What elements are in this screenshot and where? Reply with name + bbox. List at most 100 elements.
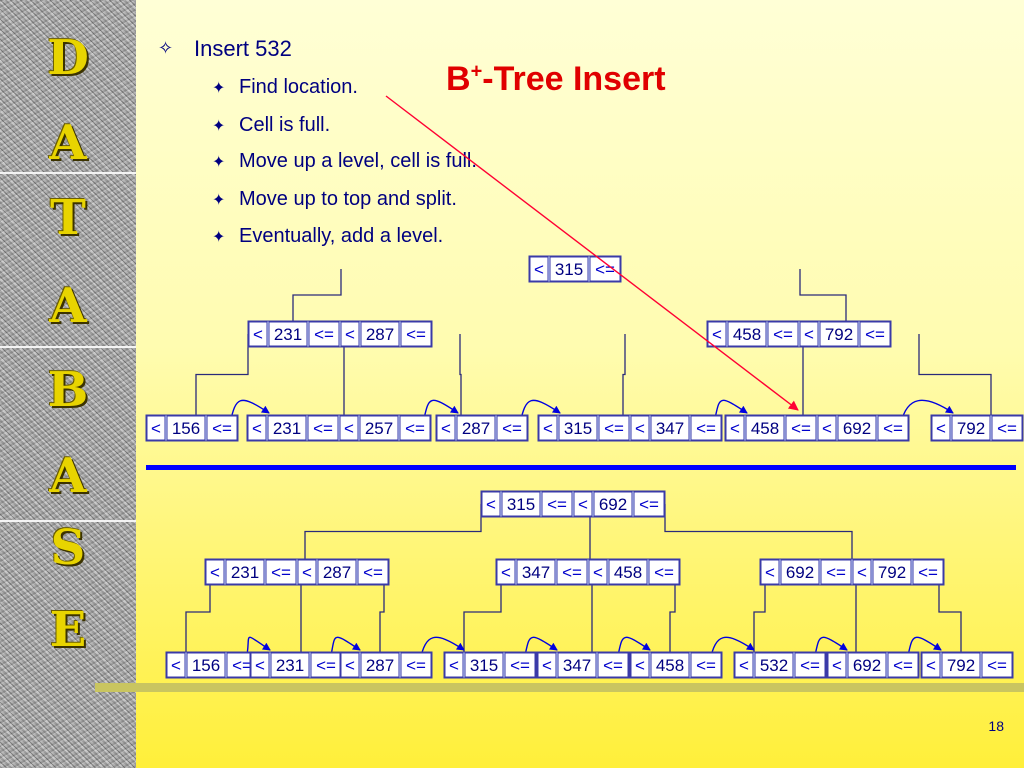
pointer-label: <=	[406, 656, 426, 675]
sidebar-letter: S	[50, 520, 86, 576]
bullet-star-icon: ✦	[212, 152, 226, 171]
pointer-label: <=	[639, 495, 659, 514]
pointer-label: <	[171, 656, 181, 675]
key-label: 315	[470, 656, 498, 675]
pointer-cell	[444, 652, 464, 678]
key-label: 231	[273, 419, 301, 438]
tree-edges	[185, 269, 992, 652]
key-label: 231	[276, 656, 304, 675]
key-label: 347	[522, 563, 550, 582]
pointer-label: <=	[562, 563, 582, 582]
pointer-label: <	[822, 419, 832, 438]
key-label: 287	[366, 325, 394, 344]
pointer-cell	[310, 652, 342, 678]
key-cell	[557, 652, 597, 678]
pointer-label: <=	[547, 495, 567, 514]
pointer-cell	[247, 415, 267, 441]
pointer-label: <	[578, 495, 588, 514]
pointer-cell	[340, 652, 360, 678]
pointer-label: <=	[232, 656, 252, 675]
key-cell	[549, 256, 589, 282]
pointer-cell	[496, 559, 516, 585]
pointer-cell	[921, 652, 941, 678]
bullet-text: Cell is full.	[239, 114, 331, 136]
leaf-node: <156 <=	[165, 651, 259, 679]
bullet-text: Move up a level, cell is full.	[239, 150, 477, 172]
pointer-cell	[820, 559, 852, 585]
key-cell	[754, 652, 794, 678]
bullet-text: Eventually, add a level.	[239, 225, 444, 247]
pointer-label: <	[441, 419, 451, 438]
tree-nodes: <315<=<231<=<287<=<458<=<792<=<156<=<231…	[145, 255, 1024, 679]
pointer-label: <	[344, 419, 354, 438]
key-cell	[727, 321, 767, 347]
pointer-label: <=	[773, 325, 793, 344]
pointer-cell	[794, 652, 826, 678]
key-label: 287	[323, 563, 351, 582]
tree-edge	[753, 572, 766, 652]
key-cell	[780, 559, 820, 585]
key-cell	[166, 415, 206, 441]
pointer-label: <	[730, 419, 740, 438]
key-label: 156	[192, 656, 220, 675]
sidebar-letter: A	[49, 278, 87, 334]
pointer-cell	[538, 415, 558, 441]
tree-edge	[292, 269, 342, 321]
tree-edge	[918, 334, 992, 415]
pointer-cell	[981, 652, 1013, 678]
key-label: 692	[843, 419, 871, 438]
section-divider	[146, 465, 1016, 470]
tree-edge	[664, 504, 853, 559]
sidebar-separator	[0, 520, 136, 522]
pointer-cell	[400, 321, 432, 347]
pointer-label: <=	[405, 419, 425, 438]
sidebar-letter: E	[49, 602, 87, 658]
key-cell	[593, 491, 633, 517]
key-cell	[464, 652, 504, 678]
key-cell	[268, 321, 308, 347]
internal-node: <692<=<792<=	[759, 558, 945, 586]
pointer-label: <=	[271, 563, 291, 582]
pointer-cell	[760, 559, 780, 585]
leaf-node: <458<=<692<=	[724, 414, 910, 442]
pointer-label: <=	[603, 656, 623, 675]
pointer-label: <=	[800, 656, 820, 675]
pointer-cell	[541, 491, 573, 517]
key-cell	[225, 559, 265, 585]
bullet-star-icon: ✦	[212, 190, 226, 209]
tree-edge	[669, 572, 676, 652]
pointer-cell	[248, 321, 268, 347]
leaf-node: <792<=	[920, 651, 1014, 679]
pointer-cell	[912, 559, 944, 585]
pointer-cell	[630, 652, 650, 678]
key-cell	[456, 415, 496, 441]
pointer-label: <	[635, 656, 645, 675]
leaf-node: <692<=	[826, 651, 920, 679]
key-label: 458	[656, 656, 684, 675]
pointer-cell	[146, 415, 166, 441]
pointer-cell	[166, 652, 186, 678]
title-main: B	[446, 60, 471, 98]
pointer-label: <=	[696, 419, 716, 438]
pointer-cell	[436, 415, 456, 441]
pointer-label: <=	[604, 419, 624, 438]
sidebar-letter: A	[49, 448, 87, 504]
leaf-node: <287<=	[435, 414, 529, 442]
key-cell	[951, 415, 991, 441]
pointer-label: <	[486, 495, 496, 514]
pointer-cell	[588, 559, 608, 585]
pointer-label: <=	[313, 419, 333, 438]
database-sidebar: D A T A B A S E	[0, 0, 136, 768]
pointer-label: <=	[406, 325, 426, 344]
key-cell	[317, 559, 357, 585]
pointer-cell	[887, 652, 919, 678]
pointer-cell	[877, 415, 909, 441]
pointer-cell	[340, 321, 360, 347]
pointer-label: <	[543, 419, 553, 438]
key-cell	[267, 415, 307, 441]
key-label: 692	[599, 495, 627, 514]
pointer-label: <	[712, 325, 722, 344]
key-cell	[516, 559, 556, 585]
